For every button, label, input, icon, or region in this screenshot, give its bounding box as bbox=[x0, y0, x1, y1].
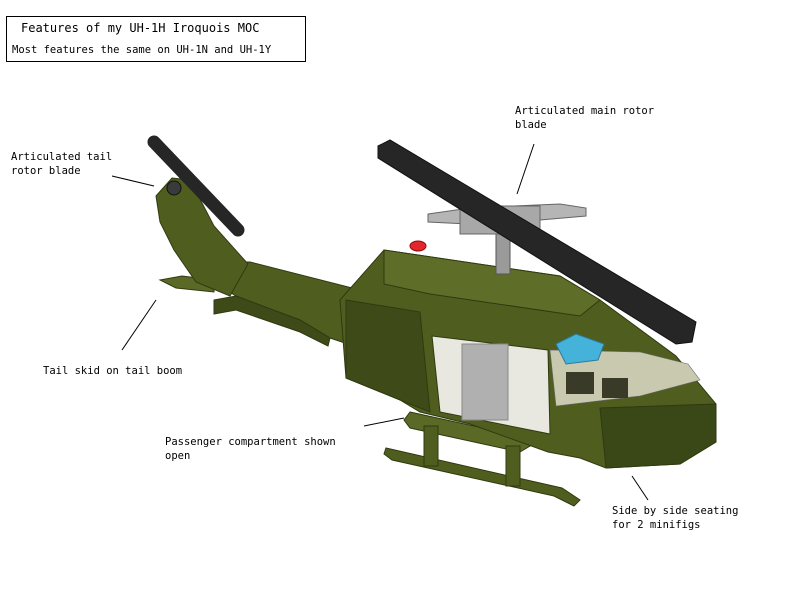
leader-tail-rotor bbox=[111, 175, 155, 187]
landing-skids bbox=[383, 411, 581, 507]
callout-tail-skid: Tail skid on tail boom bbox=[43, 365, 183, 377]
title-box: Features of my UH-1H Iroquois MOC Most f… bbox=[6, 16, 306, 62]
leader-passenger bbox=[363, 417, 405, 427]
callout-tail-rotor: Articulated tail rotor blade bbox=[11, 151, 113, 177]
main-rotor-blade bbox=[377, 139, 697, 345]
beacon-light bbox=[409, 240, 427, 252]
callout-seating: Side by side seating for 2 minifigs bbox=[612, 505, 739, 531]
leader-lines bbox=[111, 143, 649, 501]
passenger-compartment bbox=[431, 335, 551, 435]
tail-rotor bbox=[147, 135, 245, 237]
title-text: Features of my UH-1H Iroquois MOC bbox=[21, 21, 260, 35]
callout-passenger: Passenger compartment shown open bbox=[165, 436, 336, 462]
subtitle-text: Most features the same on UH-1N and UH-1… bbox=[12, 44, 272, 56]
callout-main-rotor: Articulated main rotor blade bbox=[515, 105, 655, 131]
leader-tail-skid bbox=[121, 299, 157, 351]
cockpit bbox=[549, 333, 701, 407]
leader-main-rotor bbox=[516, 143, 535, 195]
leader-seating bbox=[631, 475, 649, 501]
